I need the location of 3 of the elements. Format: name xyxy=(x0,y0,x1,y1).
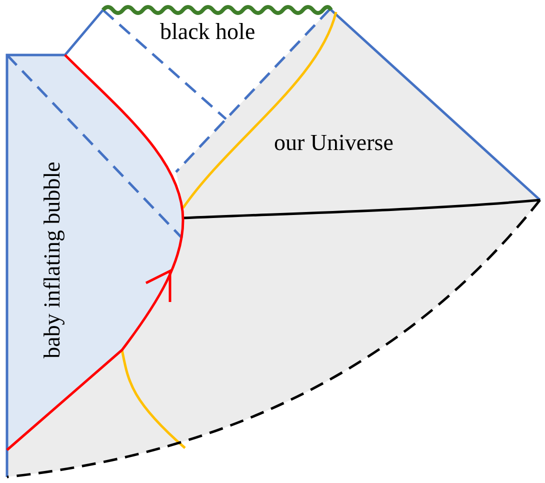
region-label: baby inflating bubble xyxy=(40,162,64,358)
region-label: black hole xyxy=(160,20,256,43)
region-label: our Universe xyxy=(274,131,394,154)
